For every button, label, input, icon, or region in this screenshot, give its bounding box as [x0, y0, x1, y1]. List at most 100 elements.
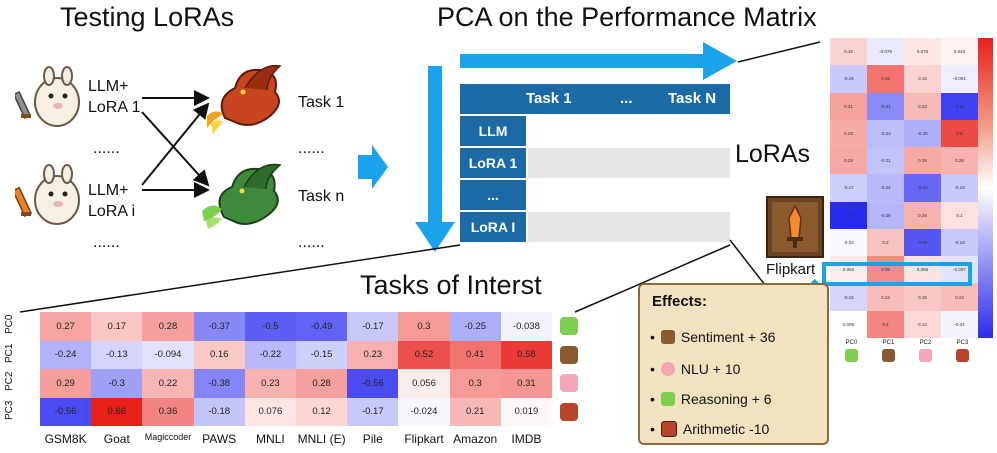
loading-cell: -0.21	[867, 147, 904, 175]
crossing-arrows	[141, 90, 210, 198]
loading-cell: 0.26	[941, 147, 978, 175]
heatmap-cell: -0.56	[40, 397, 92, 426]
heatmap-cell: -0.024	[398, 397, 450, 426]
loading-cell: -0.53	[904, 174, 941, 202]
model1-label: LLM+ LoRA 1	[88, 76, 140, 118]
loading-cell: 0.13	[904, 310, 941, 338]
loading-cell: 0.043	[941, 38, 978, 66]
loading-cell: 0.31	[830, 92, 867, 120]
loading-col-label: PC2	[919, 340, 932, 346]
heatmap-col-label: PAWS	[202, 432, 237, 446]
heatmap-cell: 0.23	[244, 369, 296, 398]
loading-cell: -0.15	[830, 283, 867, 311]
loading-cell: 0.15	[904, 65, 941, 93]
green-dragon-icon	[202, 163, 282, 229]
loading-cell: -0.74	[830, 201, 867, 229]
effect-item-sentiment: • Sentiment + 36	[650, 329, 776, 345]
heatmap-cell: 0.22	[142, 369, 194, 398]
heatmap-col-label: Goat	[103, 432, 130, 446]
flipkart-sword-icon	[766, 196, 824, 258]
model2-line2: LoRA i	[88, 203, 136, 220]
matrix-col-dots: ...	[620, 90, 633, 107]
dots-mid: ......	[93, 140, 120, 157]
loading-cell: -0.02	[830, 228, 867, 257]
loading-cell: 0.28	[830, 119, 867, 148]
loading-cell: 0.2	[867, 228, 904, 257]
matrix-row-lora1: LoRA 1	[460, 148, 526, 178]
effect-item-reasoning: • Reasoning + 6	[650, 391, 772, 407]
heatmap-cell: -0.13	[91, 340, 143, 369]
effects-title: Effects:	[652, 293, 708, 310]
brain-icon	[660, 362, 675, 376]
loading-cell: 0.22	[941, 283, 978, 311]
loading-cell: -0.19	[830, 65, 867, 93]
llama-with-fire-sword-icon	[15, 164, 80, 225]
title-pca: PCA on the Performance Matrix	[437, 2, 817, 32]
abacus-icon	[560, 402, 578, 421]
heatmap-cell: -0.49	[296, 312, 348, 341]
heatmap-cell: 0.28	[296, 369, 348, 398]
heatmap-cell: 0.21	[449, 397, 501, 426]
loading-cell: -0.66	[941, 92, 978, 120]
red-dragon-icon	[207, 64, 282, 134]
loading-cell: 0.009	[830, 310, 867, 338]
loading-cell: -0.28	[904, 119, 941, 148]
heatmap-cell: 0.66	[91, 397, 143, 426]
heatmap-row-label: PC1	[4, 343, 15, 363]
taskn-label: Task n	[298, 188, 345, 205]
thumbs-up-icon	[660, 330, 675, 344]
matrix-band-1	[528, 148, 730, 178]
heatmap-cell: 0.12	[296, 397, 348, 426]
loading-cell: 0.29	[830, 147, 867, 175]
heatmap-cell: 0.23	[347, 340, 399, 369]
heatmap-cell: -0.15	[296, 340, 348, 369]
heatmap-col-label: MNLI (E)	[297, 432, 346, 446]
effect-text: Reasoning + 6	[680, 391, 772, 407]
matrix-row-dots: ...	[460, 180, 526, 210]
loading-col-label: PC1	[882, 340, 895, 346]
brain-icon	[919, 349, 932, 362]
heatmap-cell: -0.22	[244, 340, 296, 369]
dots-bottom: ......	[93, 234, 120, 251]
thumbs-up-icon	[560, 345, 578, 364]
model1-line2: LoRA 1	[88, 99, 141, 116]
heatmap-cell: 0.41	[449, 340, 501, 369]
loading-cell: -0.19	[941, 228, 978, 257]
effect-text: Sentiment + 36	[680, 329, 776, 345]
brain-icon	[560, 374, 578, 392]
colorbar	[978, 38, 993, 338]
loading-cell: 0.29	[904, 147, 941, 175]
loading-cell: 0.26	[904, 201, 941, 229]
loading-cell: 0.22	[867, 283, 904, 311]
matrix-col-taskN: Task N	[668, 90, 717, 107]
loading-cell: 0.062	[830, 256, 867, 284]
effects-box: Effects: • Sentiment + 36 • NLU + 10 • R…	[638, 283, 829, 445]
heatmap-row-label: PC3	[4, 400, 15, 420]
performance-matrix: Task 1 ... Task N LLM LoRA 1 ... LoRA I	[460, 84, 730, 244]
loading-cell: 0.46	[867, 65, 904, 93]
loading-cell: -0.061	[941, 65, 978, 93]
loading-cell: 0.076	[904, 38, 941, 66]
loading-cell: 0.19	[904, 283, 941, 311]
heatmap-cell: -0.37	[193, 312, 245, 341]
heatmap-cell: 0.36	[142, 397, 194, 426]
model1-line1: LLM+	[88, 78, 129, 95]
heatmap-col-label: Pile	[362, 432, 383, 446]
heatmap-cell: -0.25	[449, 312, 501, 341]
dots-tasks: ......	[298, 140, 325, 157]
loading-cell: -0.41	[867, 92, 904, 120]
heatmap-col-label: Magiccoder	[144, 432, 192, 442]
heatmap-cell: 0.31	[500, 369, 552, 398]
heatmap-row-label: PC0	[4, 314, 15, 334]
title-tasks-of-interest: Tasks of Interst	[360, 270, 542, 300]
matrix-row-llm: LLM	[460, 116, 526, 146]
abacus-icon	[956, 349, 969, 362]
heatmap-cell: -0.38	[193, 369, 245, 398]
loading-cell: -0.59	[904, 228, 941, 257]
heatmap-cell: -0.24	[40, 340, 92, 369]
thumbs-up-icon	[882, 349, 895, 362]
matrix-header-bar	[460, 84, 730, 114]
heatmap-cell: 0.056	[398, 369, 450, 398]
heatmap-cell: -0.3	[91, 369, 143, 398]
highlight-row-box	[822, 262, 972, 286]
